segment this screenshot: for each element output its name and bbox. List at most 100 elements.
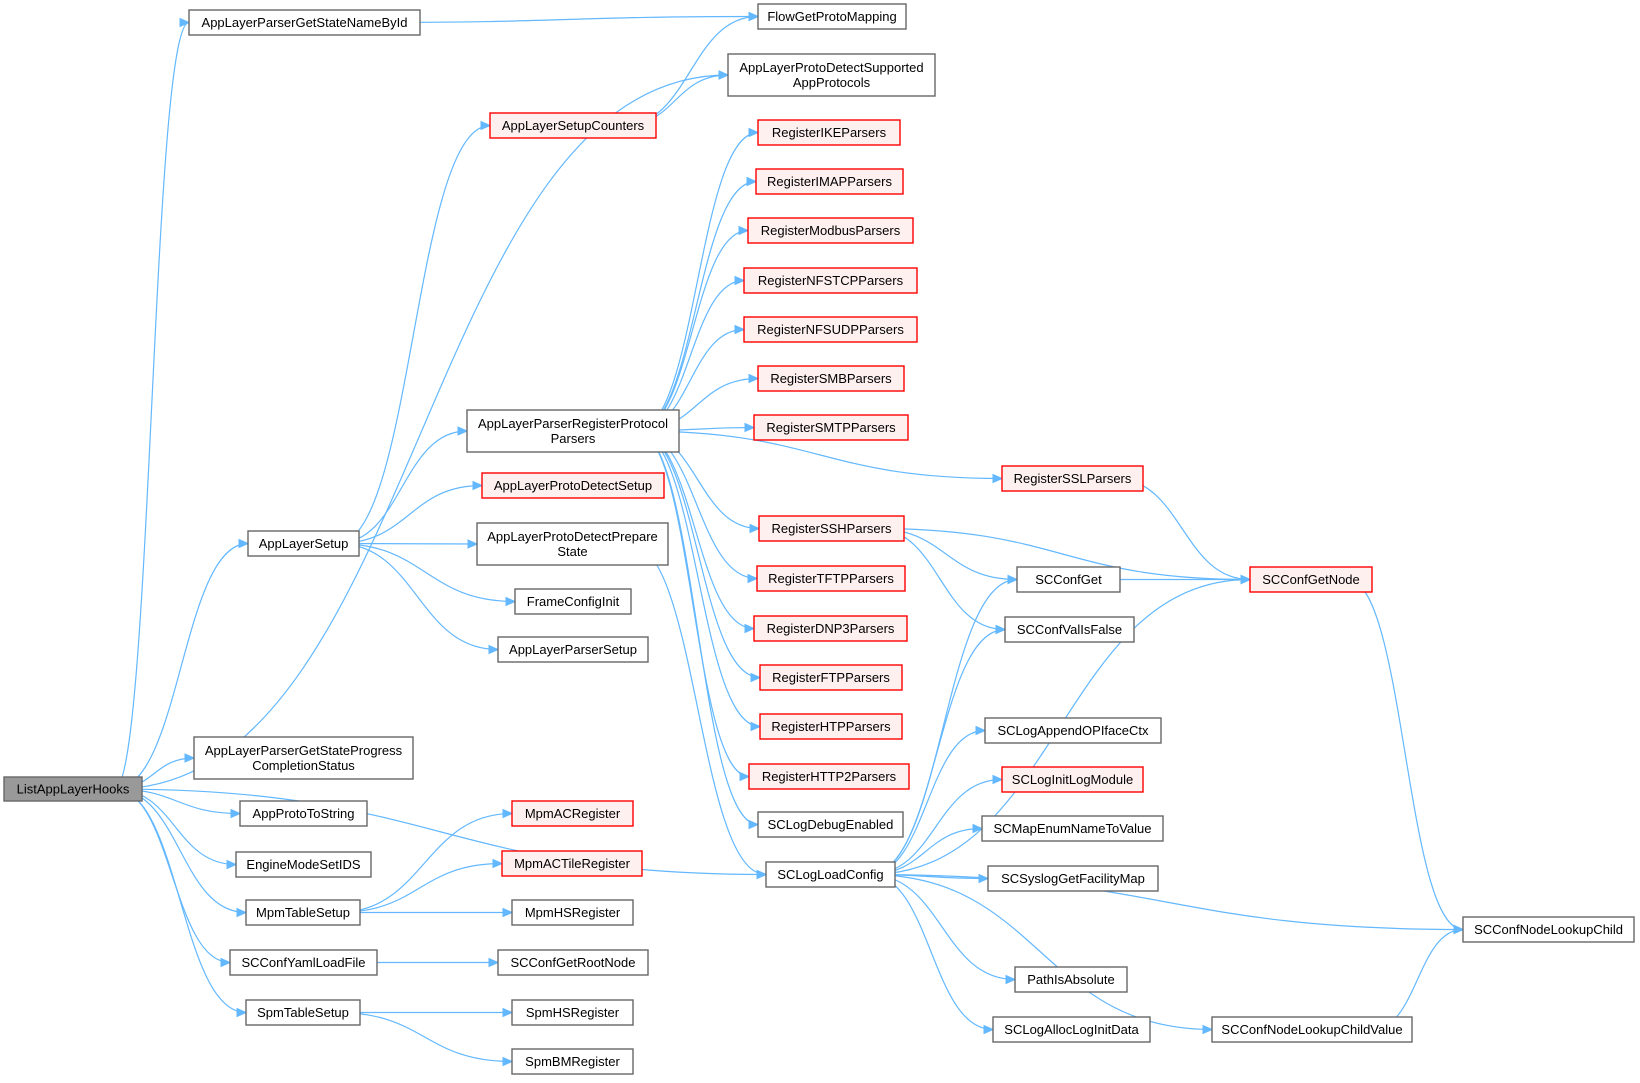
node-mpm-ac[interactable]: MpmACRegister xyxy=(511,800,634,827)
node-box xyxy=(511,899,634,926)
node-flow-map[interactable]: FlowGetProtoMapping xyxy=(757,3,907,30)
node-box xyxy=(756,565,906,592)
node-label: SCConfGet xyxy=(1035,572,1102,587)
arrowhead-reg-proto-to-debug-en xyxy=(748,819,760,830)
node-mpm-table[interactable]: MpmTableSetup xyxy=(245,899,361,926)
edge-reg-proto-to-ssl xyxy=(636,430,1003,480)
node-detect-setup[interactable]: AppLayerProtoDetectSetup xyxy=(481,472,665,499)
node-parser-setup[interactable]: AppLayerParserSetup xyxy=(497,636,649,663)
node-spm-hs[interactable]: SpmHSRegister xyxy=(511,999,634,1026)
node-load-config[interactable]: SCLogLoadConfig xyxy=(765,861,896,888)
node-ssh[interactable]: RegisterSSHParsers xyxy=(758,515,905,542)
node-setup-counters[interactable]: AppLayerSetupCounters xyxy=(489,112,657,139)
node-smb[interactable]: RegisterSMBParsers xyxy=(757,365,905,392)
arrowhead-load-config-to-path-abs xyxy=(1005,974,1017,985)
node-spm-table[interactable]: SpmTableSetup xyxy=(245,999,361,1026)
node-mpm-hs[interactable]: MpmHSRegister xyxy=(511,899,634,926)
arrowhead-load-config-to-conf-get-node xyxy=(1240,574,1252,585)
node-debug-en[interactable]: SCLogDebugEnabled xyxy=(757,811,904,838)
node-label: SCConfGetNode xyxy=(1262,572,1360,587)
node-append-op[interactable]: SCLogAppendOPIfaceCtx xyxy=(984,717,1162,744)
node-conf-get-node[interactable]: SCConfGetNode xyxy=(1249,566,1373,593)
arrowhead-reg-proto-to-ssl xyxy=(992,473,1004,484)
node-syslog-map[interactable]: SCSyslogGetFacilityMap xyxy=(987,865,1159,892)
node-root[interactable]: ListAppLayerHooks xyxy=(3,776,143,802)
node-spm-bm[interactable]: SpmBMRegister xyxy=(511,1048,634,1075)
node-dnp3[interactable]: RegisterDNP3Parsers xyxy=(753,615,908,642)
node-engine-ids[interactable]: EngineModeSetIDS xyxy=(235,851,372,878)
arrowhead-reg-proto-to-htp xyxy=(750,721,762,732)
node-root-node[interactable]: SCConfGetRootNode xyxy=(497,949,649,976)
node-nfstcp[interactable]: RegisterNFSTCPParsers xyxy=(743,267,918,294)
node-box xyxy=(1249,566,1373,593)
node-label: RegisterIMAPParsers xyxy=(767,174,892,189)
node-proto-str[interactable]: AppProtoToString xyxy=(239,800,368,827)
node-box xyxy=(3,776,143,802)
node-ftp[interactable]: RegisterFTPParsers xyxy=(759,664,903,691)
node-get-state-name[interactable]: AppLayerParserGetStateNameById xyxy=(188,9,421,36)
node-progress[interactable]: AppLayerParserGetStateProgressCompletion… xyxy=(193,736,414,780)
node-box xyxy=(489,112,657,139)
node-box xyxy=(229,949,378,976)
node-label: MpmHSRegister xyxy=(525,905,621,920)
node-box xyxy=(235,851,372,878)
edge-app-setup-to-parser-setup xyxy=(336,542,499,651)
node-alloc-log[interactable]: SCLogAllocLogInitData xyxy=(992,1016,1151,1043)
node-path-abs[interactable]: PathIsAbsolute xyxy=(1014,966,1128,993)
node-label: SCLogAppendOPIfaceCtx xyxy=(997,723,1149,738)
node-smtp[interactable]: RegisterSMTPParsers xyxy=(753,414,909,441)
arrowhead-yaml-load-to-root-node xyxy=(488,957,500,968)
arrowhead-reg-proto-to-nfsudp xyxy=(734,324,746,335)
node-box xyxy=(757,3,907,30)
node-box xyxy=(757,365,905,392)
node-lookup-child[interactable]: SCConfNodeLookupChild xyxy=(1462,916,1635,943)
node-init-log[interactable]: SCLogInitLogModule xyxy=(1001,766,1144,793)
node-http2[interactable]: RegisterHTTP2Parsers xyxy=(748,763,910,790)
node-label: FrameConfigInit xyxy=(527,594,620,609)
node-box xyxy=(765,861,896,888)
arrowhead-prep-state-to-load-config xyxy=(756,869,768,880)
arrowhead-reg-proto-to-ike xyxy=(748,127,760,138)
edge-load-config-to-append-op xyxy=(869,729,986,876)
node-mpm-actile[interactable]: MpmACTileRegister xyxy=(501,850,643,877)
arrowhead-load-config-to-conf-get xyxy=(1007,574,1019,585)
node-ssl[interactable]: RegisterSSLParsers xyxy=(1001,465,1144,492)
node-box xyxy=(511,800,634,827)
node-label: SCSyslogGetFacilityMap xyxy=(1001,871,1145,886)
arrowhead-root-to-yaml-load xyxy=(220,957,232,968)
node-nfsudp[interactable]: RegisterNFSUDPParsers xyxy=(743,316,918,343)
node-box xyxy=(755,168,904,195)
arrowhead-reg-proto-to-ftp xyxy=(750,672,762,683)
arrowhead-setup-counters-to-supported xyxy=(718,70,730,80)
node-label: RegisterFTPParsers xyxy=(772,670,890,685)
node-frame-init[interactable]: FrameConfigInit xyxy=(514,588,632,615)
node-imap[interactable]: RegisterIMAPParsers xyxy=(755,168,904,195)
arrowhead-reg-proto-to-smtp xyxy=(744,422,756,433)
node-label: SCConfNodeLookupChildValue xyxy=(1221,1022,1402,1037)
node-box xyxy=(743,267,918,294)
edge-lookup-child-val-to-lookup-child xyxy=(1371,928,1464,1031)
node-label: RegisterTFTPParsers xyxy=(768,571,894,586)
node-lookup-child-val[interactable]: SCConfNodeLookupChildValue xyxy=(1211,1016,1413,1043)
edge-load-config-to-alloc-log xyxy=(869,873,994,1031)
node-label: SpmHSRegister xyxy=(526,1005,620,1020)
node-tftp[interactable]: RegisterTFTPParsers xyxy=(756,565,906,592)
node-conf-get[interactable]: SCConfGet xyxy=(1016,566,1121,593)
node-modbus[interactable]: RegisterModbusParsers xyxy=(747,217,914,244)
node-ike[interactable]: RegisterIKEParsers xyxy=(757,119,901,146)
arrowhead-load-config-to-syslog-map xyxy=(978,873,990,884)
arrowhead-reg-proto-to-http2 xyxy=(739,771,751,782)
arrowhead-setup-counters-to-flow-map xyxy=(748,11,760,22)
arrowhead-reg-proto-to-smb xyxy=(748,373,760,384)
node-box xyxy=(481,472,665,499)
node-val-false[interactable]: SCConfValIsFalse xyxy=(1004,616,1135,643)
node-app-setup[interactable]: AppLayerSetup xyxy=(247,530,360,557)
arrowhead-app-setup-to-frame-init xyxy=(505,596,517,607)
node-yaml-load[interactable]: SCConfYamlLoadFile xyxy=(229,949,378,976)
node-htp[interactable]: RegisterHTPParsers xyxy=(759,713,903,740)
node-map-enum[interactable]: SCMapEnumNameToValue xyxy=(981,815,1164,842)
